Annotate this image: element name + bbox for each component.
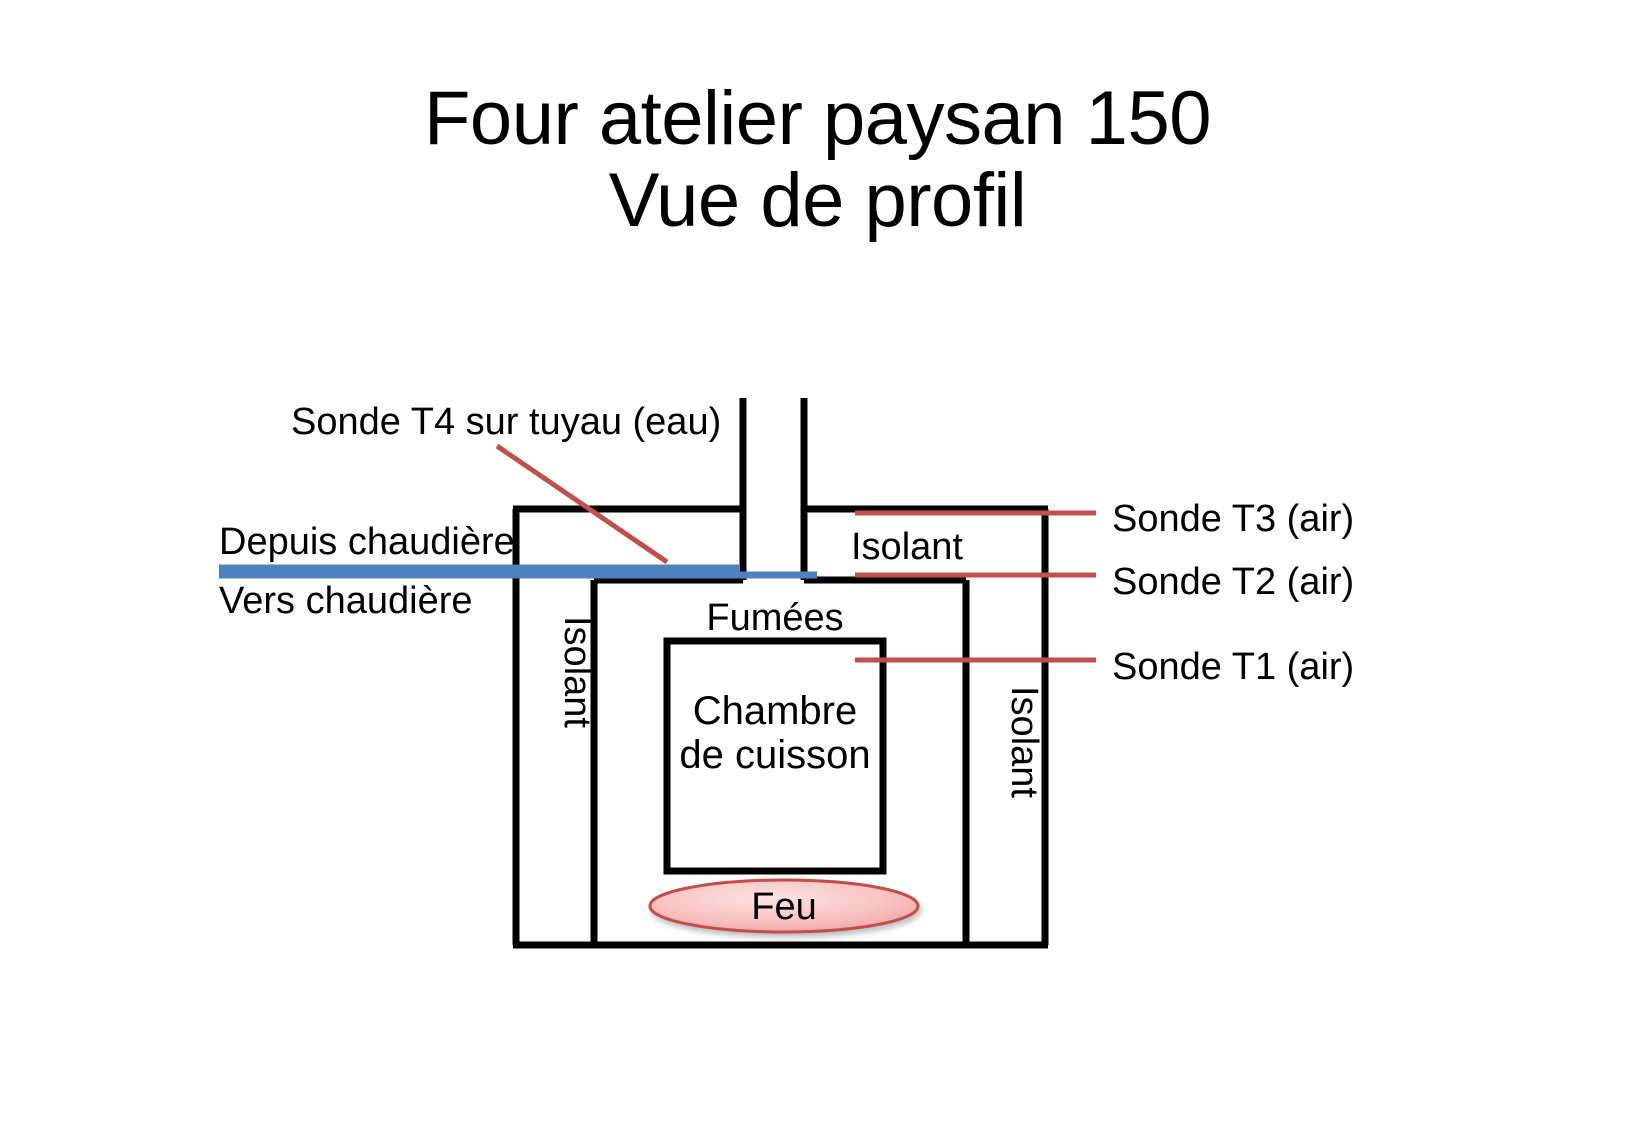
insulation-top-label: Isolant	[851, 526, 963, 568]
title-line-2: Vue de profil	[608, 158, 1027, 244]
probe-leader-lines	[495, 443, 1096, 663]
probe-t1-label: Sonde T1 (air)	[1112, 646, 1354, 688]
fire-indicator: Feu	[648, 878, 920, 934]
fire-label: Feu	[751, 886, 816, 928]
chimney	[739, 398, 808, 580]
title-line-1: Four atelier paysan 150	[424, 76, 1211, 161]
probe-t3-label: Sonde T3 (air)	[1112, 498, 1354, 540]
probe-t2-label: Sonde T2 (air)	[1112, 561, 1354, 603]
pipe-from-boiler-label: Depuis chaudière	[219, 521, 515, 563]
fire-oval	[648, 878, 920, 934]
cooking-chamber-box	[663, 637, 887, 875]
cooking-chamber-label-line1: Chambre	[693, 689, 858, 733]
probe-t4-label: Sonde T4 sur tuyau (eau)	[291, 401, 721, 443]
insulation-right-label: Isolant	[1003, 686, 1045, 798]
smoke-label: Fumées	[706, 597, 843, 639]
pipe-to-boiler-label: Vers chaudière	[219, 580, 473, 622]
page-title: Four atelier paysan 150 Vue de profil	[0, 76, 1635, 244]
insulation-left-label: Isolant	[556, 616, 598, 728]
smoke-chamber	[590, 576, 970, 945]
water-pipes	[219, 564, 817, 579]
outer-enclosure	[512, 505, 1049, 949]
probe-t4-leader	[495, 443, 669, 565]
cooking-chamber-label-line2: de cuisson	[679, 733, 870, 777]
